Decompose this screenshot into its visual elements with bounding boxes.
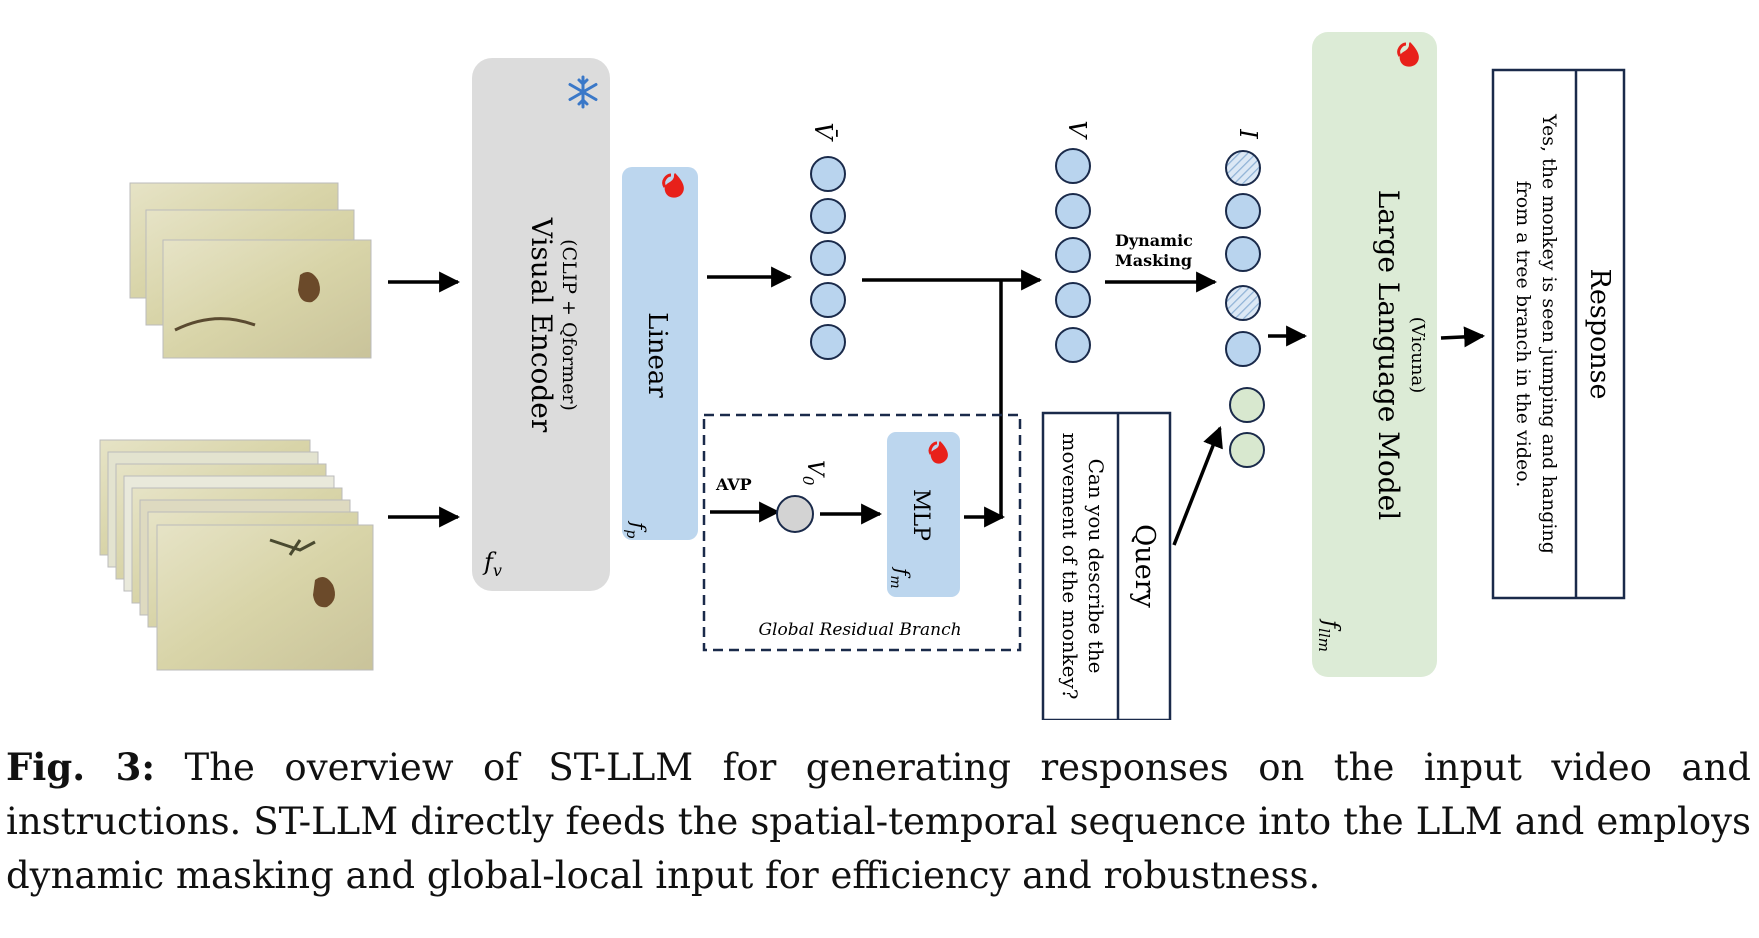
- i-label: I: [1234, 128, 1262, 139]
- text-token: [1229, 387, 1265, 423]
- llm-title: Large Language Model: [1372, 190, 1405, 520]
- vbar-label: V̄: [809, 122, 837, 142]
- token: [810, 156, 846, 192]
- flame-icon: [662, 173, 684, 198]
- token: [810, 198, 846, 234]
- video-frames-dense: [99, 439, 374, 671]
- dynamic-label: Dynamic: [1115, 231, 1193, 250]
- avp-label: AVP: [715, 475, 752, 494]
- token: [1055, 327, 1091, 363]
- global-residual-branch: AVP V0 MLP fm Global Residual Branch: [702, 413, 1022, 652]
- visual-encoder-title: Visual Encoder: [525, 217, 558, 433]
- flame-icon: [1397, 42, 1419, 67]
- masked-token: [1225, 150, 1261, 186]
- token: [1055, 282, 1091, 318]
- response-title: Response: [1584, 269, 1615, 400]
- response-line1: Yes, the monkey is seen jumping and hang…: [1538, 113, 1560, 554]
- token: [1225, 331, 1261, 367]
- v0-label: V0: [799, 460, 827, 486]
- visual-encoder-block: Visual Encoder (CLIP + Qformer) fv: [472, 58, 610, 591]
- token: [810, 282, 846, 318]
- v-label: V: [1063, 120, 1091, 140]
- arrow-query-to-tokens: [1172, 426, 1223, 546]
- mlp-block: [887, 432, 960, 597]
- v-tokens: [1055, 148, 1091, 363]
- token: [810, 324, 846, 360]
- query-box: Query Can you describe the movement of t…: [1041, 411, 1172, 720]
- vbar-tokens: [810, 156, 846, 360]
- text-token: [1229, 432, 1265, 468]
- caption-label: Fig. 3:: [6, 745, 156, 789]
- flame-icon: [928, 441, 948, 464]
- figure-caption: Fig. 3: The overview of ST-LLM for gener…: [6, 740, 1751, 903]
- token: [1055, 237, 1091, 273]
- linear-block: Linear fp: [622, 167, 698, 540]
- i-tokens: [1225, 150, 1265, 468]
- visual-encoder-subtitle: (CLIP + Qformer): [558, 239, 580, 411]
- query-line1: Can you describe the: [1084, 459, 1108, 674]
- token: [810, 240, 846, 276]
- architecture-diagram: Visual Encoder (CLIP + Qformer) fv Linea…: [99, 32, 1626, 720]
- token: [1055, 193, 1091, 229]
- caption-text: The overview of ST-LLM for generating re…: [6, 746, 1751, 897]
- mlp-title: MLP: [908, 489, 933, 541]
- llm-subtitle: (Vicuna): [1407, 317, 1428, 393]
- linear-title: Linear: [642, 312, 672, 398]
- query-line2: movement of the monkey?: [1058, 433, 1082, 700]
- video-frames-sparse: [129, 182, 372, 359]
- masked-token: [1225, 285, 1261, 321]
- query-title: Query: [1129, 524, 1160, 608]
- arrow-llm-to-response: [1440, 326, 1486, 348]
- response-line2: from a tree branch in the video.: [1512, 181, 1534, 488]
- token: [1225, 236, 1261, 272]
- masking-label: Masking: [1115, 251, 1192, 270]
- llm-block: Large Language Model (Vicuna) fllm: [1312, 32, 1437, 677]
- global-branch-label: Global Residual Branch: [758, 620, 961, 640]
- token: [1055, 148, 1091, 184]
- token: [1225, 193, 1261, 229]
- response-box: Response Yes, the monkey is seen jumping…: [1491, 68, 1626, 600]
- snowflake-icon: [568, 75, 598, 109]
- avp-token: [776, 495, 814, 533]
